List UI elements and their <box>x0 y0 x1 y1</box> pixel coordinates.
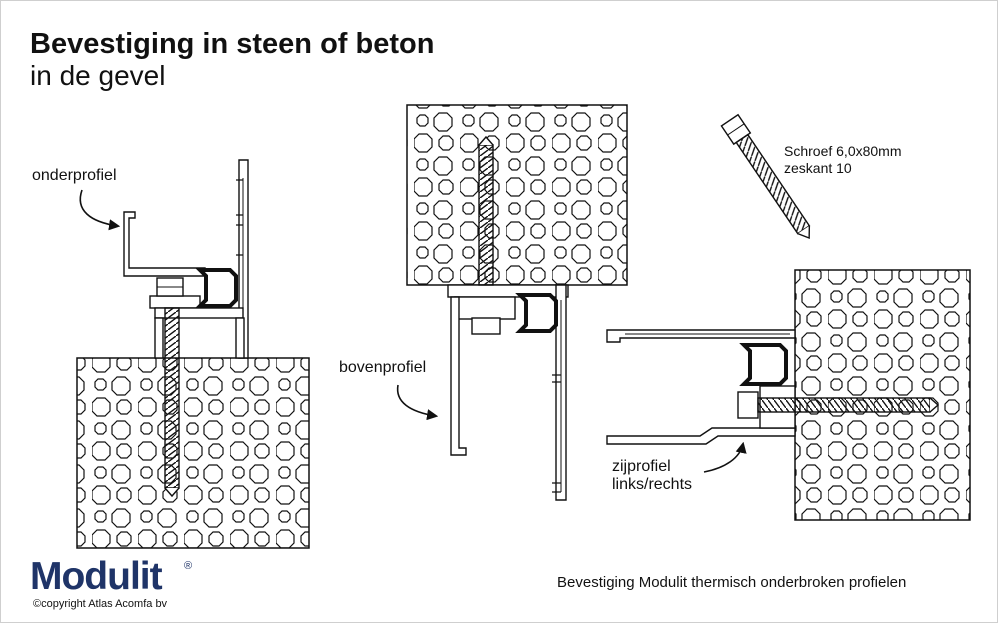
zijprofiel-arm-bottom <box>606 427 796 445</box>
label-screw-head: zeskant 10 <box>784 160 852 176</box>
stone-block-right <box>794 269 971 521</box>
copyright-text: ©copyright Atlas Acomfa bv <box>33 598 168 610</box>
label-bovenprofiel: bovenprofiel <box>339 359 427 376</box>
zijprofiel-detail <box>606 269 971 521</box>
screw-illustration <box>720 113 811 240</box>
page-title: Bevestiging in steen of beton <box>30 28 435 60</box>
bovenprofiel-detail <box>406 104 628 501</box>
arrow-onderprofiel <box>79 189 121 231</box>
stone-block-middle <box>406 104 628 286</box>
thermal-break-right <box>739 343 788 386</box>
brand-logo: Modulit <box>30 555 163 598</box>
thermal-break-middle <box>515 293 558 333</box>
bovenprofiel-leg-left <box>450 296 467 456</box>
zijprofiel-arm-top <box>606 329 796 343</box>
label-zijprofiel: zijprofiel <box>612 458 671 475</box>
label-links-rechts: links/rechts <box>612 476 693 493</box>
footer-caption: Bevestiging Modulit thermisch onderbroke… <box>557 574 907 591</box>
registered-mark: ® <box>184 560 193 572</box>
onderprofiel-l-shape <box>123 211 206 277</box>
screw-head-middle <box>471 317 501 335</box>
page-subtitle: in de gevel <box>30 60 166 91</box>
screw-left <box>164 307 180 489</box>
screw-middle <box>478 144 494 286</box>
stone-block-left <box>76 357 310 549</box>
thermal-break-left <box>195 268 238 308</box>
label-onderprofiel: onderprofiel <box>32 167 117 184</box>
screw-right <box>757 397 931 413</box>
label-screw-size: Schroef 6,0x80mm <box>784 143 902 159</box>
screw-head-right <box>737 391 759 419</box>
onderprofiel-detail <box>76 159 310 549</box>
arrow-bovenprofiel <box>396 384 439 421</box>
arrow-zijprofiel <box>703 441 747 473</box>
